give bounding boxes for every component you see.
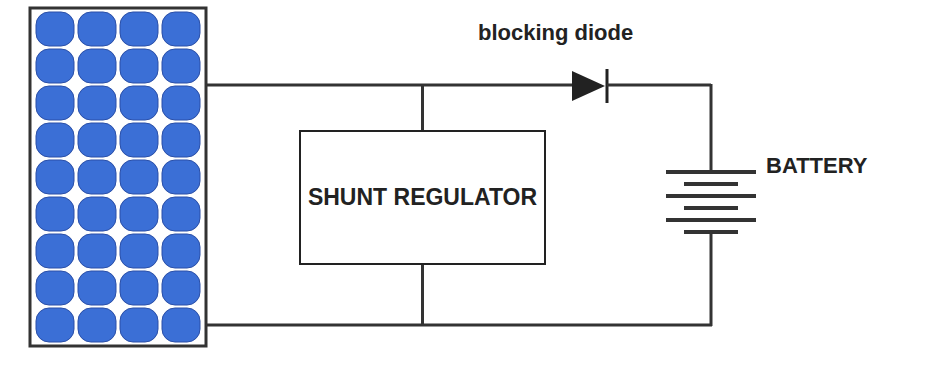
solar-cell	[78, 123, 116, 157]
solar-cell	[78, 49, 116, 83]
solar-cell	[36, 308, 74, 342]
solar-cell	[120, 12, 158, 46]
solar-cell	[120, 197, 158, 231]
part-label: BATTERY	[766, 153, 867, 179]
solar-cell	[120, 49, 158, 83]
solar-cell	[162, 308, 200, 342]
solar-cell	[162, 12, 200, 46]
solar-cell	[78, 86, 116, 120]
solar-cell	[120, 86, 158, 120]
diode-symbol	[572, 71, 605, 101]
solar-cell	[120, 234, 158, 268]
solar-cell	[36, 271, 74, 305]
solar-cell	[78, 12, 116, 46]
solar-cell	[162, 197, 200, 231]
wire	[607, 84, 711, 87]
wire	[421, 265, 424, 325]
part-label: blocking diode	[478, 20, 633, 46]
wire	[206, 324, 712, 327]
solar-cells	[36, 12, 200, 342]
battery-symbol	[666, 172, 756, 232]
solar-cell	[120, 160, 158, 194]
solar-cell	[162, 160, 200, 194]
solar-cell	[36, 234, 74, 268]
solar-cell	[36, 49, 74, 83]
box-label: SHUNT REGULATOR	[308, 183, 537, 212]
solar-cell	[162, 49, 200, 83]
solar-cell	[36, 197, 74, 231]
solar-cell	[162, 86, 200, 120]
solar-cell	[78, 234, 116, 268]
solar-cell	[36, 160, 74, 194]
wire	[710, 232, 713, 326]
wire	[710, 84, 713, 172]
solar-cell	[162, 234, 200, 268]
solar-cell	[120, 123, 158, 157]
solar-cell	[36, 12, 74, 46]
solar-cell	[78, 197, 116, 231]
solar-cell	[78, 271, 116, 305]
solar-cell	[78, 160, 116, 194]
solar-cell	[120, 271, 158, 305]
solar-cell	[36, 86, 74, 120]
wire	[206, 84, 572, 87]
solar-panel	[30, 8, 206, 346]
solar-cell	[120, 308, 158, 342]
solar-cell	[36, 123, 74, 157]
solar-cell	[162, 271, 200, 305]
solar-cell	[78, 308, 116, 342]
solar-cell	[162, 123, 200, 157]
wire	[421, 85, 424, 130]
process-box: SHUNT REGULATOR	[299, 130, 546, 265]
